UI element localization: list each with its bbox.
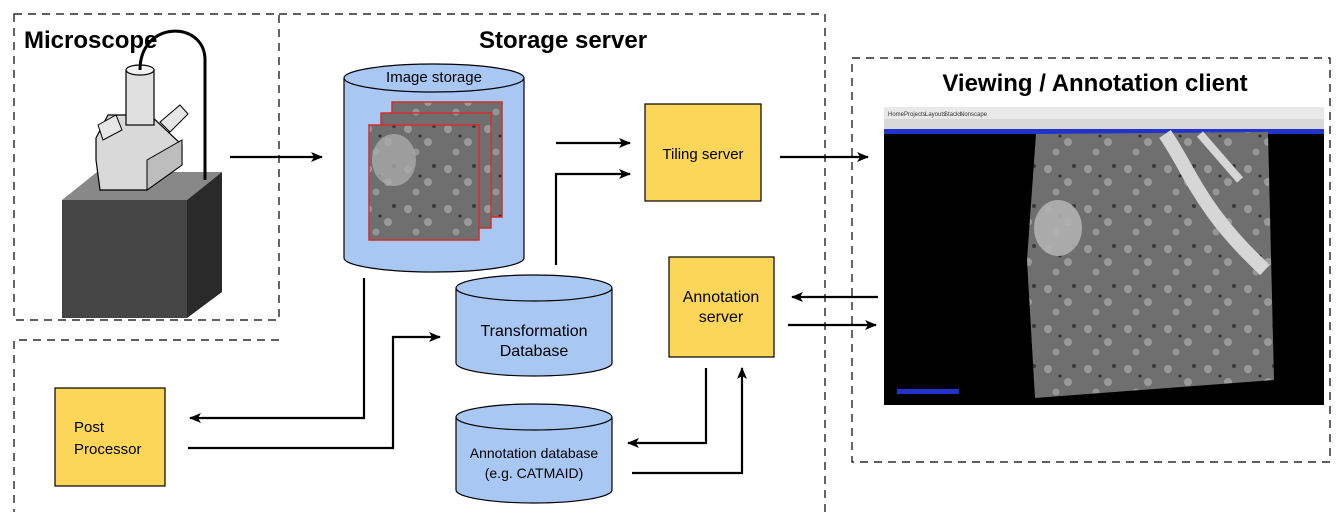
microscope-title: Microscope [24, 27, 157, 54]
em-tissue-section [1027, 132, 1274, 398]
annotation-database-cylinder: Annotation database (e.g. CATMAID) [455, 403, 613, 504]
transformation-database-label-1: Transformation [481, 323, 588, 340]
annotation-database-label-2: (e.g. CATMAID) [485, 465, 584, 481]
transformation-database-label-2: Database [500, 343, 569, 360]
tiling-server-label: Tiling server [662, 146, 743, 163]
annotation-database-label-1: Annotation database [470, 445, 599, 461]
arrow-postprocessor-to-transform [188, 332, 441, 450]
viewer-screenshot: Home Projects Layouts Stacks Nonscape [884, 107, 1324, 405]
viewer-menu-nonscape: Nonscape [960, 112, 988, 118]
image-storage-cylinder: Image storage [343, 63, 525, 273]
arrow-annotationdb-to-annotation [632, 367, 747, 475]
em-islet [1034, 200, 1082, 256]
viewing-client-region [851, 57, 1331, 463]
arrows [188, 138, 878, 475]
viewer-menu-layouts: Layouts [925, 112, 946, 118]
microscope-illustration [62, 29, 222, 318]
microscope-region [13, 13, 280, 321]
annotation-server-label-2: server [699, 309, 744, 326]
arrow-annotation-to-annotationdb [627, 368, 708, 448]
arrow-transform-to-tiling [554, 169, 631, 265]
viewer-toolbar [884, 119, 1324, 129]
annotation-server-label-1: Annotation [683, 289, 760, 306]
viewer-menu-projects: Projects [904, 112, 926, 118]
storage-server-region [13, 13, 826, 512]
viewer-stack-bar [884, 129, 1324, 134]
storage-server-title: Storage server [479, 27, 647, 54]
viewer-menu-home: Home [888, 112, 905, 118]
annotation-server-box: Annotation server [668, 256, 775, 358]
arrow-storage-to-postprocessor [189, 278, 366, 423]
transformation-database-cylinder: Transformation Database [455, 274, 613, 377]
viewer-menu-stacks: Stacks [944, 112, 962, 118]
post-processor-box: Post Processor [54, 387, 166, 487]
image-storage-label: Image storage [386, 69, 482, 86]
post-processor-label-1: Post [74, 419, 105, 436]
tiling-server-box: Tiling server [644, 103, 762, 202]
viewing-client-title: Viewing / Annotation client [942, 70, 1247, 97]
viewer-menubar [884, 107, 1324, 119]
post-processor-label-2: Processor [74, 441, 142, 458]
viewer-status-bar [897, 389, 959, 394]
